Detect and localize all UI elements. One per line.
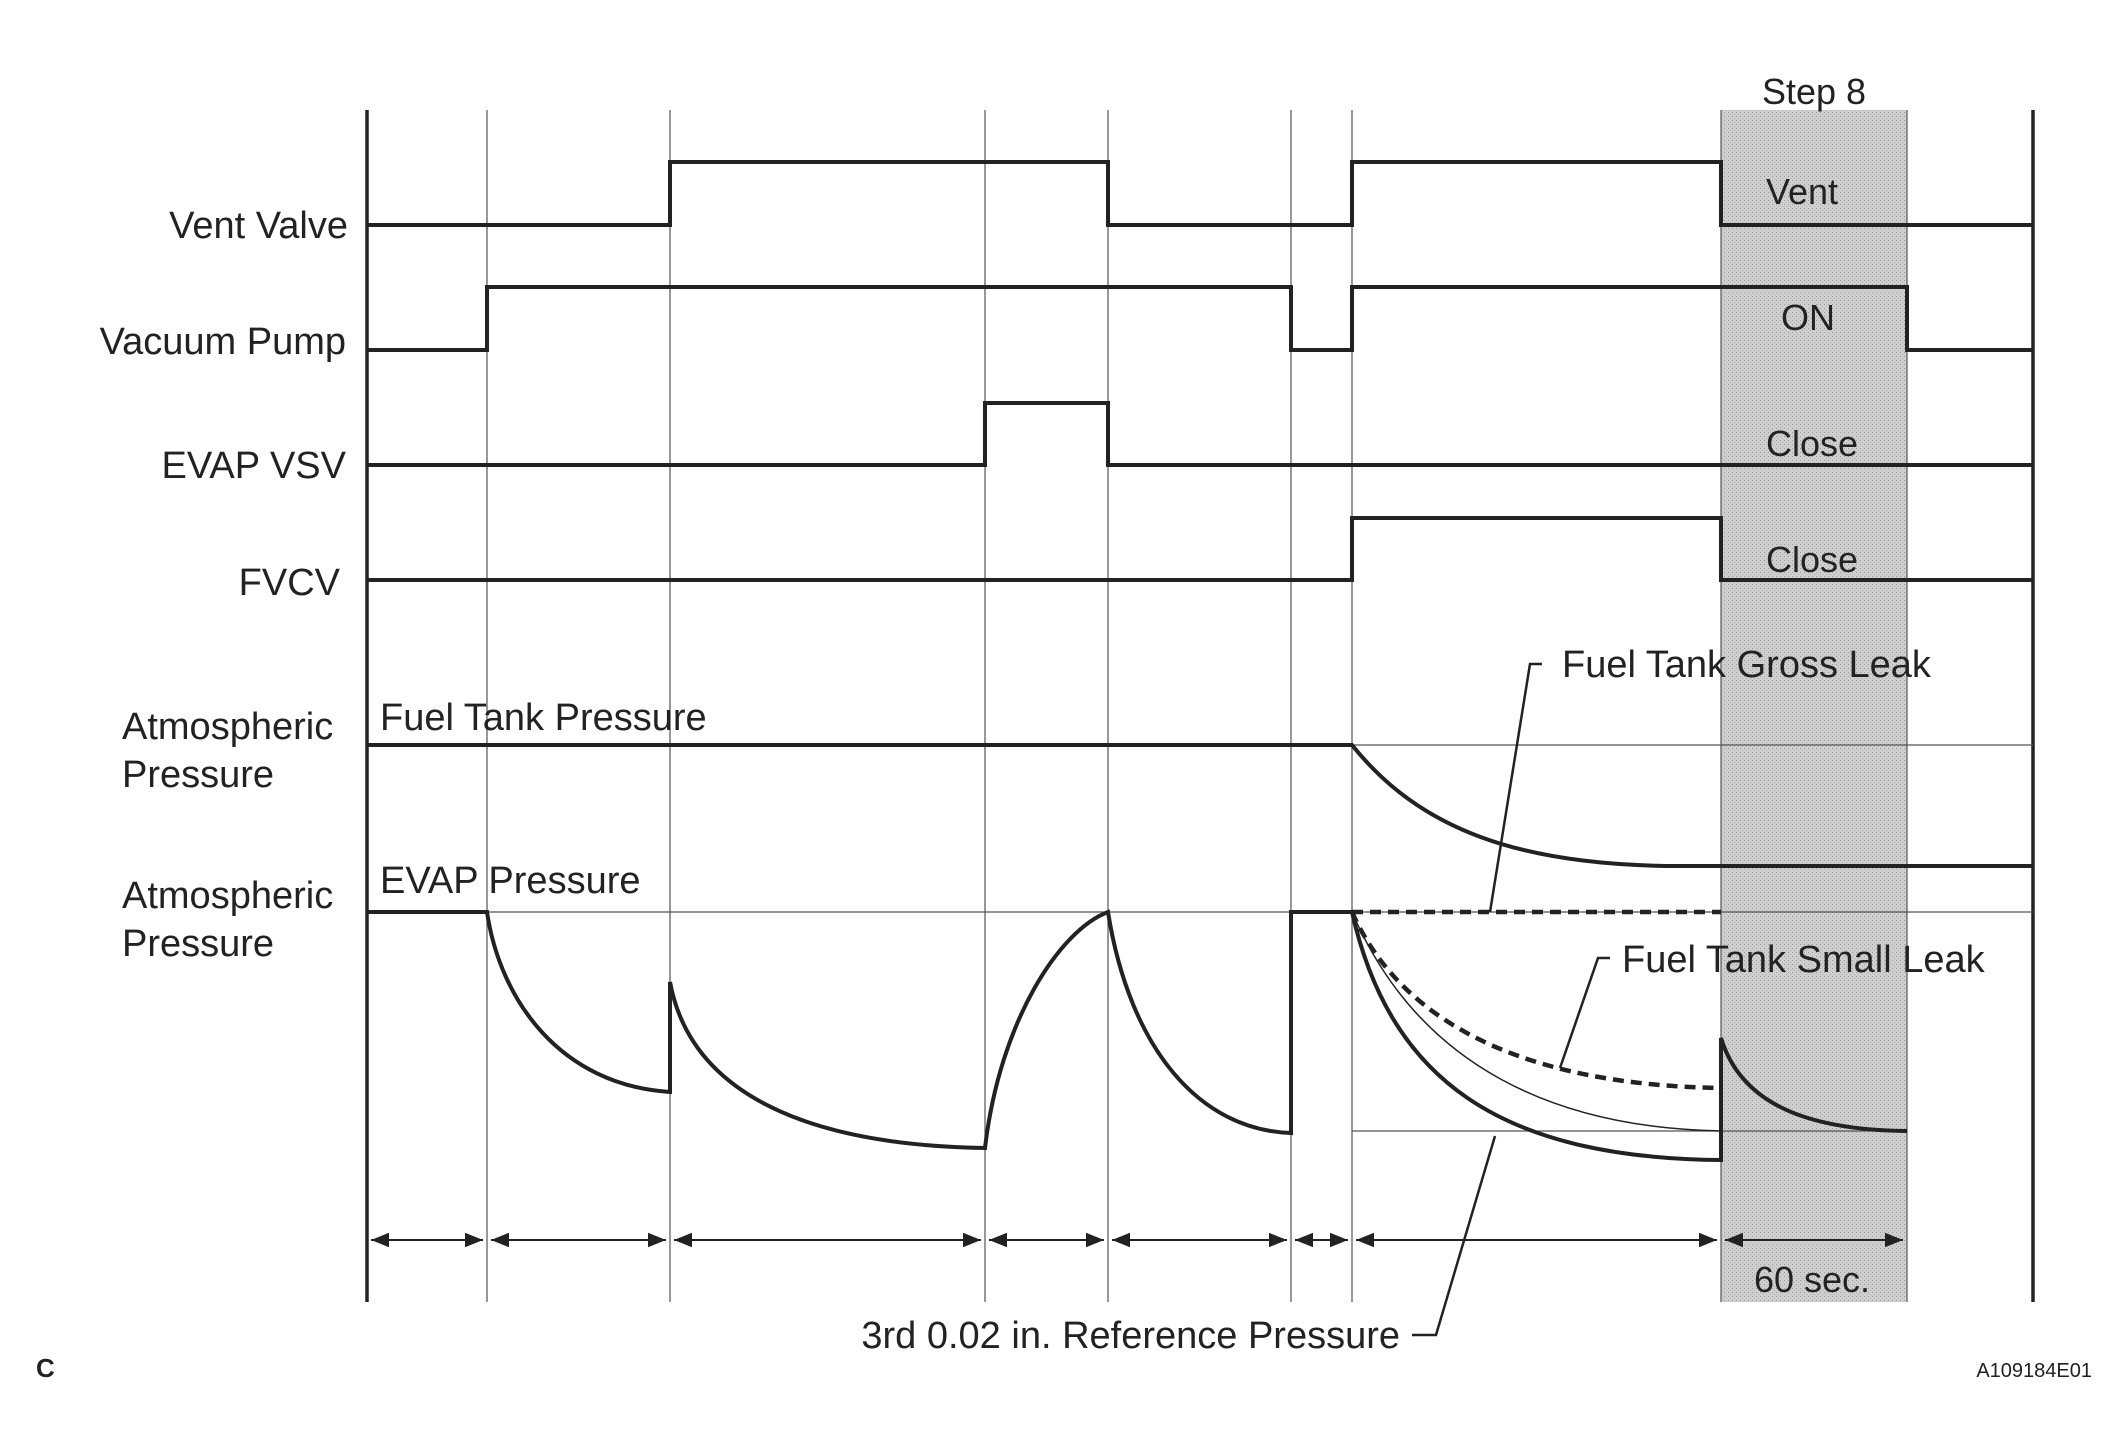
- duration-label: 60 sec.: [1754, 1259, 1870, 1300]
- row-label-vent-valve: Vent Valve: [169, 205, 348, 247]
- figure-code: A109184E01: [1976, 1360, 2092, 1382]
- evap-pressure-trace: [367, 909, 1908, 1163]
- small-leak-trace: [1349, 911, 1722, 1091]
- fuel-tank-axis-label-1: Atmospheric: [122, 706, 333, 748]
- state-label-vent: Vent: [1766, 171, 1838, 212]
- evap-pressure-label: EVAP Pressure: [380, 860, 641, 902]
- corner-letter: C: [36, 1353, 55, 1383]
- fuel-tank-pressure-trace: [367, 743, 2033, 868]
- state-label-evap-close: Close: [1766, 423, 1858, 464]
- fuel-tank-axis-label-2: Pressure: [122, 754, 274, 796]
- step8-shaded-region: [1721, 110, 1907, 1302]
- state-label-on: ON: [1781, 297, 1835, 338]
- reference-callout: 3rd 0.02 in. Reference Pressure: [861, 1315, 1400, 1357]
- reference-leader: [1412, 1135, 1497, 1337]
- state-label-fvcv-close: Close: [1766, 539, 1858, 580]
- step-label: Step 8: [1762, 71, 1866, 112]
- evap-axis-label-1: Atmospheric: [122, 875, 333, 917]
- small-leak-callout: Fuel Tank Small Leak: [1622, 939, 1986, 981]
- row-label-fvcv: FVCV: [239, 562, 341, 604]
- evap-vsv-trace: [367, 401, 2033, 467]
- evap-axis-label-2: Pressure: [122, 923, 274, 965]
- vent-valve-trace: [367, 160, 2033, 227]
- gross-leak-callout: Fuel Tank Gross Leak: [1562, 644, 1932, 686]
- row-label-vacuum-pump: Vacuum Pump: [100, 321, 346, 363]
- small-leak-leader: [1558, 956, 1610, 1069]
- gross-leak-leader: [1488, 662, 1542, 913]
- fvcv-trace: [367, 516, 2033, 582]
- row-label-evap-vsv: EVAP VSV: [162, 445, 347, 487]
- reference-pressure-curve: [1351, 911, 1722, 1132]
- fuel-tank-pressure-label: Fuel Tank Pressure: [380, 697, 707, 739]
- boundary-lines: [365, 110, 2035, 1302]
- vacuum-pump-trace: [367, 285, 2033, 352]
